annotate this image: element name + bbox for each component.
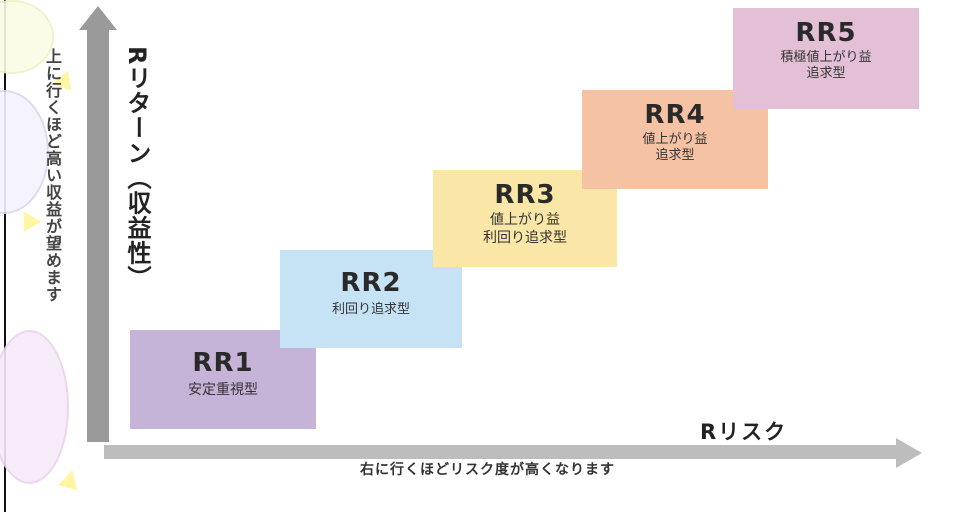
- step-description: 値上がり益 追求型: [642, 132, 708, 164]
- step-description: 安定重視型: [188, 382, 258, 398]
- step-title: RR1: [192, 348, 254, 378]
- x-axis-note: 右に行くほどリスク度が高くなります: [360, 462, 615, 478]
- left-border-line: [4, 0, 6, 512]
- x-axis-arrowhead: [896, 438, 922, 468]
- step-rr2: RR2 利回り追求型: [280, 250, 462, 348]
- y-axis-arrow: [87, 24, 109, 442]
- y-axis-arrowhead: [79, 6, 117, 30]
- step-rr3: RR3 値上がり益 利回り追求型: [433, 170, 617, 267]
- step-description: 値上がり益 利回り追求型: [483, 212, 567, 246]
- step-title: RR2: [340, 268, 402, 298]
- y-axis-note: 上に行くほど高い収益が望めます: [43, 48, 62, 303]
- step-rr1: RR1 安定重視型: [130, 330, 316, 429]
- step-title: RR3: [494, 180, 556, 210]
- step-title: RR4: [644, 100, 706, 130]
- step-rr4: RR4 値上がり益 追求型: [582, 90, 768, 189]
- step-title: RR5: [795, 18, 857, 48]
- x-axis-label: Rリスク: [700, 420, 788, 444]
- x-axis-arrow: [104, 445, 904, 459]
- step-rr5: RR5 積極値上がり益 追求型: [733, 8, 919, 109]
- step-description: 利回り追求型: [331, 302, 410, 317]
- decorative-sparkle: [58, 467, 82, 491]
- y-axis-label: Rリターン（収益性）: [123, 46, 151, 291]
- decorative-circle: [0, 330, 69, 484]
- step-description: 積極値上がり益 追求型: [780, 50, 872, 82]
